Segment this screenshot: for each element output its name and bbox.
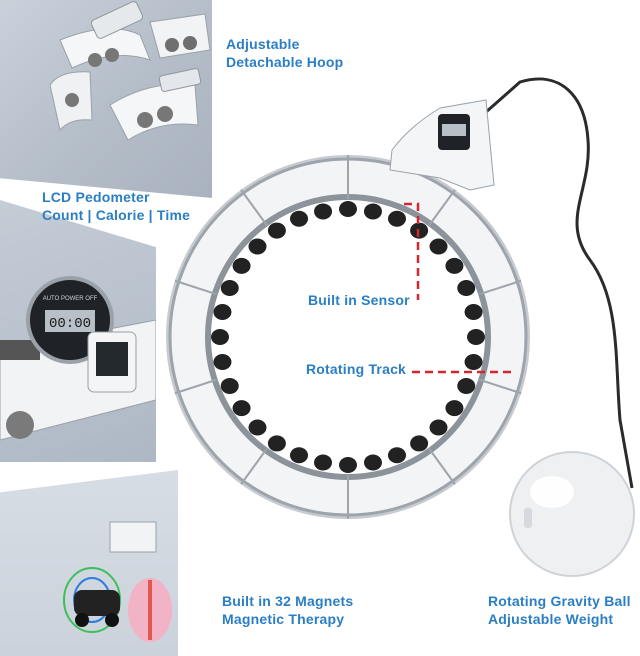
hoop (166, 155, 530, 519)
hoop-callout-line2: Detachable Hoop (226, 54, 344, 70)
ball-callout: Rotating Gravity Ball Adjustable Weight (488, 592, 631, 628)
hoop-magnet (232, 257, 251, 274)
hoop-magnet (410, 435, 429, 452)
hoop-segment-joint (240, 189, 268, 226)
lcd-callout: LCD Pedometer Count | Calorie | Time (42, 188, 190, 224)
gravity-ball-icon (509, 451, 635, 577)
lcd-callout-line1: LCD Pedometer (42, 189, 150, 205)
hoop-magnet (467, 329, 485, 345)
lcd-callout-line2: Count | Calorie | Time (42, 207, 191, 223)
hoop-segment-joint (174, 378, 218, 395)
hoop-magnet (457, 280, 476, 297)
hoop-magnet (339, 457, 357, 473)
hoop-magnet (445, 257, 464, 274)
hoop-magnet (445, 400, 464, 417)
detachable-hoop-photo (0, 0, 212, 198)
hoop-magnet (213, 304, 232, 321)
hoop-magnet (314, 454, 333, 471)
hoop-magnet (464, 353, 483, 370)
track-callout: Rotating Track (306, 361, 407, 377)
hoop-magnet (290, 210, 309, 227)
hoop-callout-line1: Adjustable (226, 36, 300, 52)
hoop-magnet (363, 454, 382, 471)
hoop-magnet (290, 447, 309, 464)
magnets-callout-line1: Built in 32 Magnets (222, 593, 354, 609)
hoop-magnet (220, 280, 239, 297)
hoop-magnet (267, 435, 286, 452)
hoop-magnet (213, 353, 232, 370)
ball-cord (485, 77, 634, 489)
sensor-pointer (404, 202, 420, 300)
hoop-magnet (211, 329, 229, 345)
hoop-magnet (232, 400, 251, 417)
hoop-magnet (464, 304, 483, 321)
hoop-segment-icon (49, 1, 211, 141)
hoop-segment-joint (174, 279, 218, 296)
hoop-magnet (363, 203, 382, 220)
hoop-segment-joint (428, 189, 456, 226)
hoop-magnet (248, 238, 267, 255)
hoop-segment-joint (478, 378, 522, 395)
hoop-magnet (339, 201, 357, 217)
hoop-magnet (314, 203, 333, 220)
hoop-magnet (429, 238, 448, 255)
magnet-icon (63, 567, 121, 633)
hoop-magnet (387, 210, 406, 227)
lcd-small-text: AUTO POWER OFF (43, 296, 98, 302)
lcd-closeup-photo: 00:00 AUTO POWER OFF (0, 200, 156, 462)
hoop-magnet (248, 419, 267, 436)
hoop-segment-joint (428, 448, 456, 485)
hoop-segment-joint (240, 448, 268, 485)
hoop-callout: Adjustable Detachable Hoop (226, 35, 343, 71)
ball-callout-line1: Rotating Gravity Ball (488, 593, 631, 609)
magnets-callout: Built in 32 Magnets Magnetic Therapy (222, 592, 353, 628)
magnets-photo (0, 470, 178, 656)
hoop-segment-joint (478, 279, 522, 296)
magnets-callout-line2: Magnetic Therapy (222, 611, 345, 627)
hoop-magnet (429, 419, 448, 436)
hoop-magnet (220, 377, 239, 394)
lcd-digits: 00:00 (49, 316, 91, 332)
ball-callout-line2: Adjustable Weight (488, 611, 614, 627)
sensor-callout: Built in Sensor (308, 292, 410, 308)
hoop-magnet (387, 447, 406, 464)
hoop-magnet (457, 377, 476, 394)
hoop-magnet (267, 222, 286, 239)
lcd-counter-icon: 00:00 AUTO POWER OFF (26, 276, 137, 393)
